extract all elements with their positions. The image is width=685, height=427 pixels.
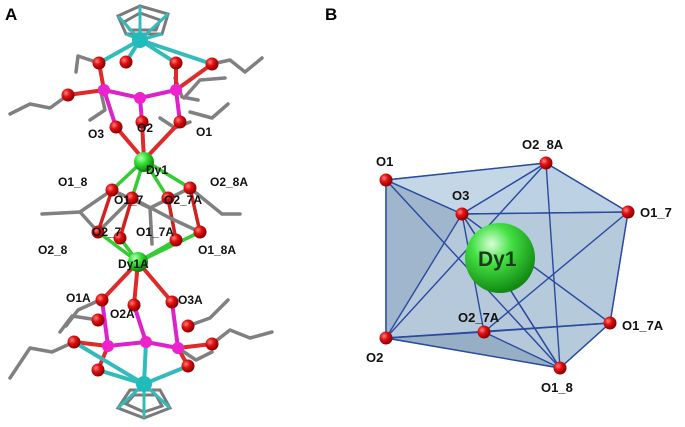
- label-b-o1-7a: O1_7A: [622, 318, 664, 333]
- label-o1-7: O1_7: [114, 193, 144, 207]
- label-o2-8: O2_8: [38, 243, 68, 257]
- panel-a-labels: O3 O2 O1 Dy1 O1_8 O1_7 O2_8A O2_7A O2_8 …: [38, 121, 248, 321]
- label-o1-8: O1_8: [58, 175, 88, 189]
- label-o3: O3: [88, 127, 104, 141]
- label-o2: O2: [137, 121, 153, 135]
- label-o1a: O1A: [66, 291, 91, 305]
- panel-a: A: [5, 4, 274, 420]
- label-b-o1: O1: [376, 154, 393, 169]
- dy1-atom: [134, 152, 154, 172]
- label-b-o1-8: O1_8: [541, 380, 573, 395]
- label-o2-7: O2_7: [92, 225, 122, 239]
- top-ethoxy-chains: [8, 54, 264, 130]
- bottom-ethoxy-chains: [8, 298, 274, 380]
- panel-b-letter: B: [325, 5, 337, 24]
- label-o1: O1: [196, 125, 212, 139]
- label-o2-8a: O2_8A: [210, 175, 248, 189]
- label-o1-7a: O1_7A: [136, 225, 174, 239]
- label-b-o2: O2: [366, 350, 383, 365]
- label-b-o2-8a: O2_8A: [522, 137, 564, 152]
- label-o3a: O3A: [178, 293, 203, 307]
- cobalt-atom-top: [132, 32, 148, 48]
- label-b-o2-7a: O2_7A: [458, 310, 500, 325]
- label-b-dy1: Dy1: [478, 248, 517, 271]
- label-dy1a: Dy1A: [118, 257, 149, 271]
- phosphorus-atoms: [98, 84, 184, 354]
- panel-b-labels: O1 O2_8A O3 O1_7 O2_7A O1_7A O2 O1_8: [366, 137, 672, 395]
- oxygen-atoms-b: [379, 156, 635, 375]
- label-dy1: Dy1: [146, 163, 168, 177]
- panel-b: B Dy1: [325, 5, 672, 395]
- label-o2-7a: O2_7A: [164, 193, 202, 207]
- dy1a-atom: [128, 252, 148, 272]
- label-o1-8a: O1_8A: [198, 243, 236, 257]
- panel-a-letter: A: [5, 5, 17, 24]
- label-b-o3: O3: [452, 188, 469, 203]
- oxygen-atoms-a: [61, 55, 219, 377]
- cobalt-atom-bottom: [136, 376, 152, 392]
- label-b-o1-7: O1_7: [640, 205, 672, 220]
- label-o2a: O2A: [110, 307, 135, 321]
- dy1-central-atom: [465, 223, 535, 293]
